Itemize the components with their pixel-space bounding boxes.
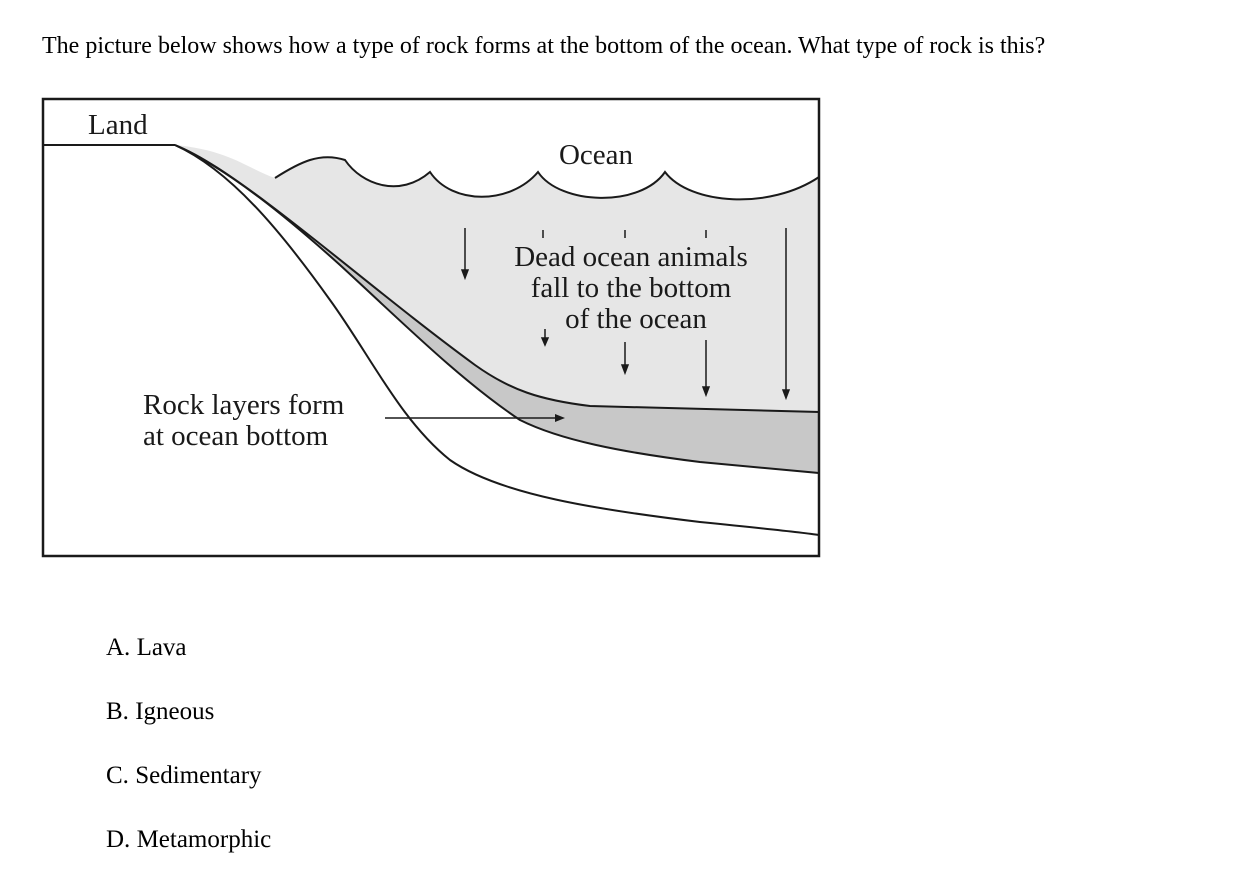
- answer-options: A. Lava B. Igneous C. Sedimentary D. Met…: [106, 632, 271, 888]
- option-b-letter: B.: [106, 698, 129, 725]
- fall-arrow-right-head: [701, 386, 711, 398]
- option-b-text: Igneous: [135, 698, 215, 725]
- ocean-water: [175, 145, 819, 412]
- option-a-text: Lava: [136, 634, 187, 661]
- animals-label-line-2: fall to the bottom: [531, 272, 732, 304]
- land-label: Land: [88, 109, 148, 141]
- fall-arrow-far-right-head: [781, 389, 791, 401]
- option-b[interactable]: B. Igneous: [106, 696, 271, 728]
- fall-arrow-small-head: [540, 337, 550, 347]
- fall-arrow-center-head: [620, 364, 630, 376]
- option-a-letter: A.: [106, 634, 131, 661]
- rock-pointer-head: [555, 414, 565, 422]
- option-a[interactable]: A. Lava: [106, 632, 271, 664]
- sediment-rock-layer: [174, 144, 820, 475]
- falling-arrows: [460, 228, 791, 401]
- rock-label-line-2: at ocean bottom: [143, 420, 329, 452]
- lower-rock-boundary: [174, 144, 820, 536]
- option-c-letter: C.: [106, 762, 129, 789]
- ocean-label: Ocean: [559, 139, 634, 171]
- option-c[interactable]: C. Sedimentary: [106, 760, 271, 792]
- animals-label-line-3: of the ocean: [565, 303, 707, 335]
- animals-label-line-1: Dead ocean animals: [514, 241, 748, 273]
- diagram-frame: [41, 97, 821, 558]
- option-d-letter: D.: [106, 826, 131, 853]
- rock-label-line-1: Rock layers form: [143, 389, 345, 421]
- question-text: The picture below shows how a type of ro…: [42, 33, 1046, 59]
- option-c-text: Sedimentary: [135, 762, 262, 789]
- ocean-surface-waves: [274, 156, 820, 201]
- option-d-text: Metamorphic: [136, 826, 272, 853]
- fall-arrow-left-head: [460, 269, 470, 281]
- option-d[interactable]: D. Metamorphic: [106, 824, 271, 856]
